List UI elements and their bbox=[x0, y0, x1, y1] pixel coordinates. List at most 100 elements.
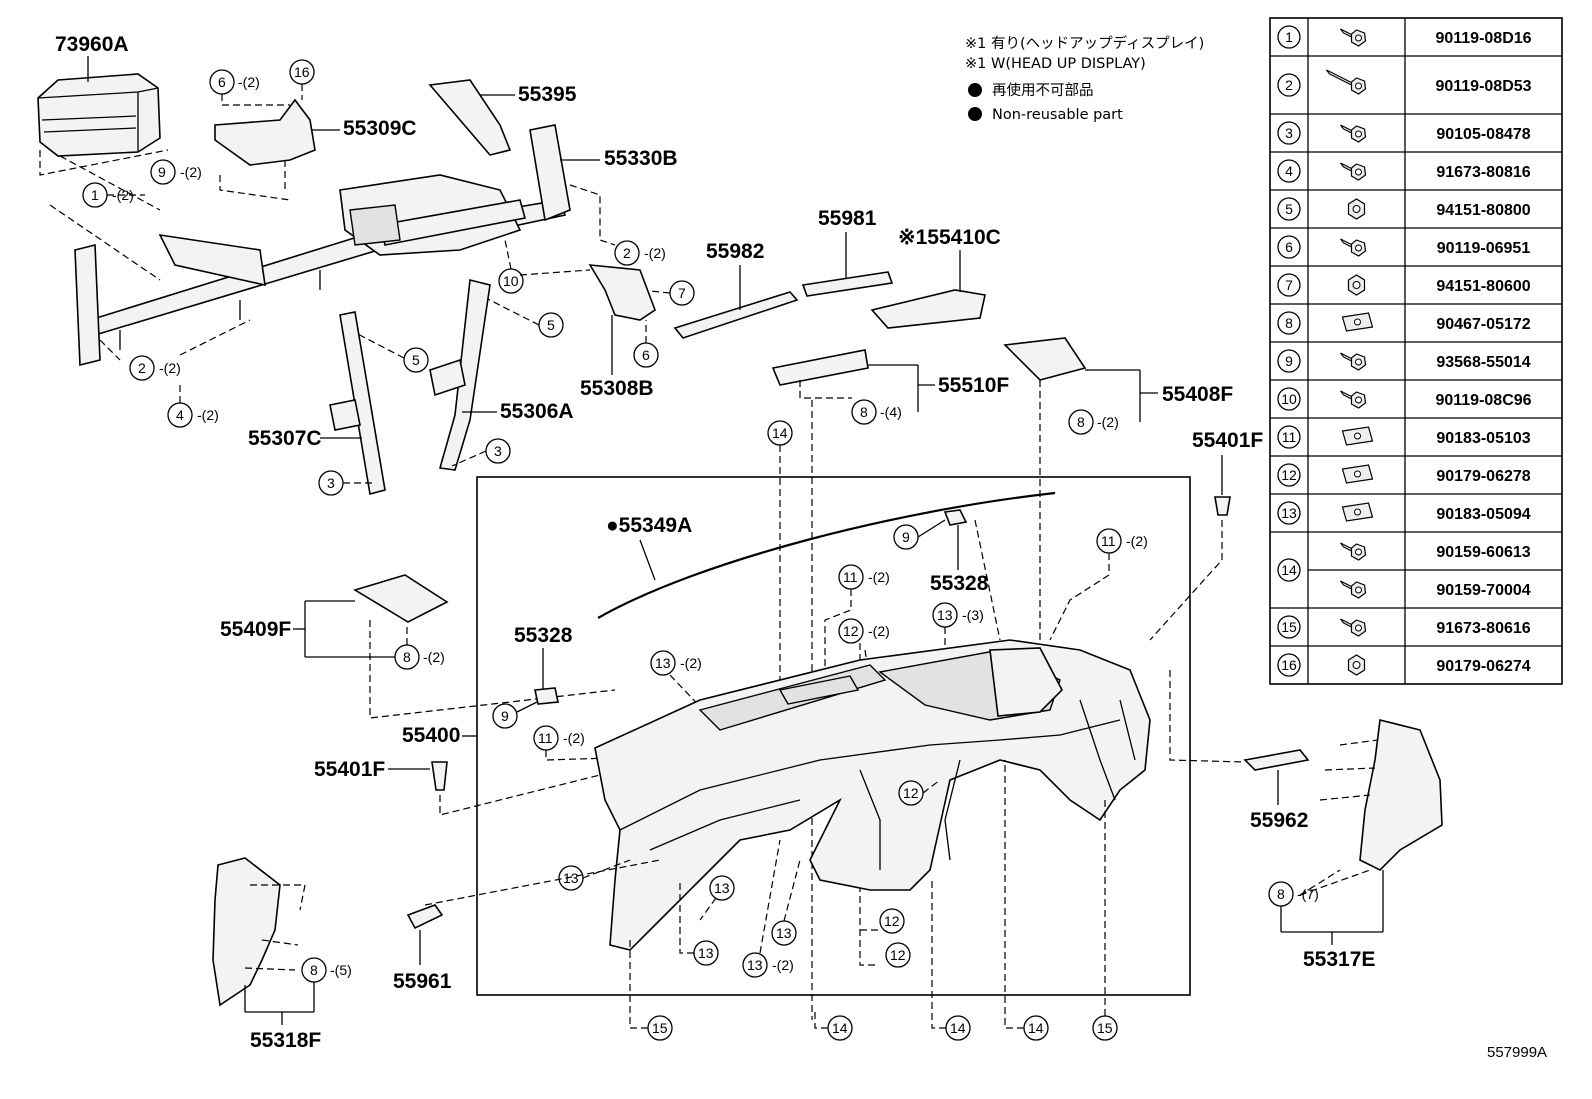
label-55401F-left[interactable]: 55401F bbox=[314, 758, 385, 781]
callout-5-a: 5 bbox=[547, 317, 555, 333]
label-55400[interactable]: 55400 bbox=[402, 724, 460, 747]
callout-2-left: 2 bbox=[138, 360, 146, 376]
clip-55328-lower[interactable] bbox=[534, 687, 559, 705]
bracket-55395[interactable] bbox=[428, 79, 512, 156]
label-55408F[interactable]: 55408F bbox=[1162, 383, 1233, 406]
label-73960A[interactable]: 73960A bbox=[55, 33, 129, 56]
table-part-number: 94151-80600 bbox=[1436, 278, 1530, 295]
seal-strip-55349A[interactable] bbox=[597, 491, 1056, 619]
bracket-55309C[interactable] bbox=[214, 98, 316, 166]
table-row-number bbox=[1277, 501, 1301, 525]
table-part-number: 90159-60613 bbox=[1436, 544, 1530, 561]
table-row-number-text: 15 bbox=[1281, 619, 1297, 635]
callout-5-b: 5 bbox=[412, 352, 420, 368]
table-row-number-text: 7 bbox=[1285, 277, 1293, 293]
airbag-module-73960A[interactable] bbox=[37, 73, 161, 157]
instrument-panel-55400[interactable] bbox=[594, 639, 1151, 951]
table-row-number bbox=[1277, 558, 1301, 582]
bracket-55308B[interactable] bbox=[588, 264, 656, 321]
table-row-number-text: 11 bbox=[1282, 429, 1297, 445]
fastener-icon bbox=[1340, 618, 1367, 637]
label-55330B[interactable]: 55330B bbox=[604, 147, 678, 170]
clip-55401F-left[interactable] bbox=[431, 761, 448, 791]
table-row-number-text: 5 bbox=[1285, 201, 1293, 217]
fastener-icon bbox=[1341, 502, 1374, 522]
table-row-number-text: 1 bbox=[1285, 29, 1293, 45]
cover-55408F[interactable] bbox=[1003, 337, 1087, 381]
panel-55410C[interactable] bbox=[870, 289, 986, 329]
fastener-icon bbox=[1347, 654, 1366, 676]
label-55401F-right[interactable]: 55401F bbox=[1192, 429, 1263, 452]
label-55982[interactable]: 55982 bbox=[706, 240, 764, 263]
callout-8-55510F: 8 bbox=[860, 404, 868, 420]
callout-11-right: 11 bbox=[1101, 533, 1116, 549]
callout-15-left: 15 bbox=[652, 1020, 668, 1036]
callout-11-center: 11 bbox=[843, 569, 858, 585]
fastener-icon bbox=[1341, 312, 1374, 332]
fastener-icon bbox=[1347, 274, 1366, 296]
fastener-icon bbox=[1340, 352, 1367, 371]
fastener-icon bbox=[1340, 162, 1367, 181]
callout-6-right: 6 bbox=[642, 347, 650, 363]
label-55410C[interactable]: ※155410C bbox=[898, 226, 1001, 249]
label-55318F[interactable]: 55318F bbox=[250, 1029, 321, 1052]
fastener-icon bbox=[1347, 198, 1366, 220]
label-55306A[interactable]: 55306A bbox=[500, 400, 574, 423]
side-cover-55318F[interactable] bbox=[212, 857, 281, 1007]
table-row-number bbox=[1277, 197, 1301, 221]
table-row-number bbox=[1277, 653, 1301, 677]
table-row-number-text: 16 bbox=[1281, 657, 1297, 673]
vent-55961[interactable] bbox=[406, 904, 444, 930]
brace-55306A[interactable] bbox=[429, 279, 491, 471]
panel-55981[interactable] bbox=[801, 271, 894, 297]
table-row-number bbox=[1277, 349, 1301, 373]
label-55317E[interactable]: 55317E bbox=[1303, 948, 1375, 971]
table-part-number: 93568-55014 bbox=[1436, 354, 1530, 371]
label-55307C[interactable]: 55307C bbox=[248, 427, 322, 450]
table-row-number bbox=[1277, 121, 1301, 145]
label-55981[interactable]: 55981 bbox=[818, 207, 877, 230]
panel-55982[interactable] bbox=[673, 291, 799, 339]
label-55395[interactable]: 55395 bbox=[518, 83, 577, 106]
fastener-icon bbox=[1340, 238, 1367, 257]
table-row-number bbox=[1277, 235, 1301, 259]
label-55510F[interactable]: 55510F bbox=[938, 374, 1009, 397]
cover-55409F[interactable] bbox=[353, 574, 449, 623]
cover-55510F[interactable] bbox=[771, 349, 869, 386]
table-part-number: 90183-05094 bbox=[1436, 506, 1530, 523]
qty-4: -(2) bbox=[197, 407, 219, 423]
side-cover-55317E[interactable] bbox=[1359, 719, 1443, 871]
label-55349A[interactable]: ●55349A bbox=[606, 514, 692, 537]
table-part-number: 90119-08D16 bbox=[1435, 30, 1531, 47]
callout-9-lower: 9 bbox=[501, 708, 509, 724]
callout-12-center: 12 bbox=[843, 623, 859, 639]
table-part-number: 94151-80800 bbox=[1436, 202, 1530, 219]
table-row-number bbox=[1277, 25, 1301, 49]
table-row-number bbox=[1277, 615, 1301, 639]
clip-55401F-right[interactable] bbox=[1214, 496, 1231, 516]
cross-car-beam[interactable] bbox=[74, 124, 571, 367]
vent-55962[interactable] bbox=[1243, 749, 1310, 771]
note-hud-jp: ※1 有り(ヘッドアップディスプレイ) bbox=[965, 34, 1204, 52]
clip-55328-upper[interactable] bbox=[943, 509, 968, 526]
label-55328-lower[interactable]: 55328 bbox=[514, 624, 573, 647]
label-55409F[interactable]: 55409F bbox=[220, 618, 291, 641]
brace-55307C[interactable] bbox=[329, 311, 386, 495]
table-row-number-text: 14 bbox=[1281, 562, 1297, 578]
figure-id: 557999A bbox=[1487, 1044, 1547, 1061]
qty-11-right: -(2) bbox=[1126, 533, 1148, 549]
table-row-number-text: 3 bbox=[1285, 125, 1293, 141]
qty-9: -(2) bbox=[180, 164, 202, 180]
label-55328-upper[interactable]: 55328 bbox=[930, 572, 989, 595]
note-hud-en: ※1 W(HEAD UP DISPLAY) bbox=[965, 56, 1146, 72]
non-reusable-dot bbox=[968, 83, 982, 97]
callout-12-a: 12 bbox=[903, 785, 919, 801]
label-55962[interactable]: 55962 bbox=[1250, 809, 1308, 832]
label-55309C[interactable]: 55309C bbox=[343, 117, 417, 140]
label-55308B[interactable]: 55308B bbox=[580, 377, 654, 400]
callout-7: 7 bbox=[678, 285, 686, 301]
label-55961[interactable]: 55961 bbox=[393, 970, 452, 993]
callout-14-b: 14 bbox=[950, 1020, 966, 1036]
fastener-icon bbox=[1326, 69, 1367, 95]
